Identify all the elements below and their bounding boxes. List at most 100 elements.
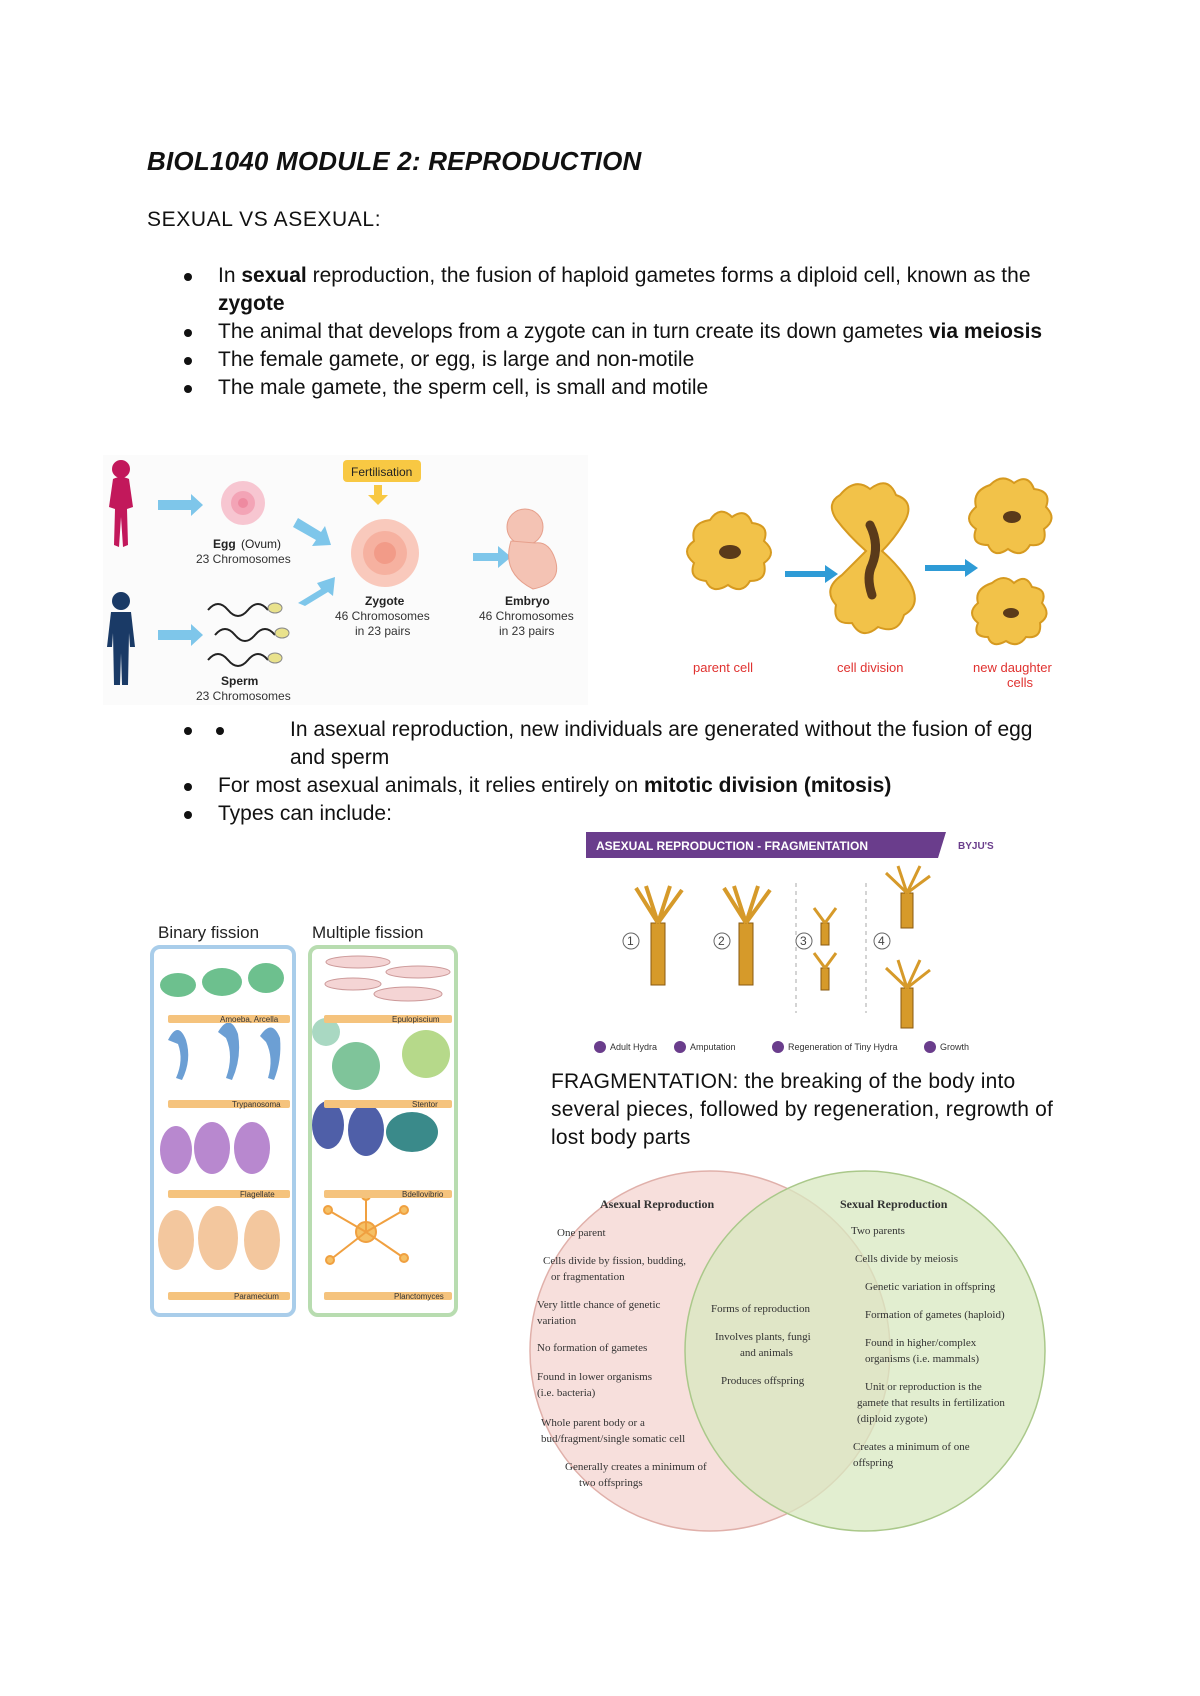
sexual-item: offspring <box>853 1457 894 1469</box>
stentor-icon <box>312 1018 450 1090</box>
bold-text: sexual <box>241 264 307 287</box>
binary-row-label: Amoeba, Arcella <box>220 1015 279 1024</box>
text-run: The animal that develops from a zygote c… <box>218 320 929 343</box>
multiple-row-label: Bdellovibrio <box>402 1190 444 1199</box>
common-item: Forms of reproduction <box>711 1303 810 1315</box>
male-silhouette-icon <box>107 592 135 685</box>
asexual-item: One parent <box>557 1227 606 1239</box>
text-run: The male gamete, the sperm cell, is smal… <box>218 376 709 399</box>
binary-row-label: Paramecium <box>234 1292 279 1301</box>
binary-row-label: Flagellate <box>240 1190 275 1199</box>
step-number: 2 <box>718 934 725 948</box>
text-run: In asexual reproduction, new individuals… <box>290 718 1033 769</box>
fertilisation-label: Fertilisation <box>351 465 412 479</box>
section-heading: SEXUAL VS ASEXUAL: <box>147 208 382 231</box>
zygote-line1: 46 Chromosomes <box>335 609 430 623</box>
parent-cell-label: parent cell <box>693 660 753 675</box>
binary-fission-title: Binary fission <box>158 923 259 942</box>
egg-icon <box>221 481 265 525</box>
bold-text: zygote <box>218 292 285 315</box>
daughter-cell-top-icon <box>968 477 1053 555</box>
bullet-item: The animal that develops from a zygote c… <box>178 318 1058 346</box>
embryo-label: Embryo <box>505 594 550 608</box>
bullet-item: For most asexual animals, it relies enti… <box>178 772 1058 800</box>
cell-division-label: cell division <box>837 660 903 675</box>
sexual-title: Sexual Reproduction <box>840 1197 948 1211</box>
fertilisation-figure: Egg (Ovum) 23 Chromosomes Sperm 23 Chrom… <box>103 455 588 705</box>
step-number: 4 <box>878 934 885 948</box>
sexual-item: organisms (i.e. mammals) <box>865 1353 979 1365</box>
egg-chromosomes: 23 Chromosomes <box>196 552 291 566</box>
daughter-label-1: new daughter <box>973 660 1052 675</box>
egg-label: Egg <box>213 537 236 551</box>
legend-item: Amputation <box>690 1042 736 1052</box>
parent-cell-icon <box>686 510 772 591</box>
sperm-icon <box>207 603 276 667</box>
legend-item: Adult Hydra <box>610 1042 657 1052</box>
hydra-icon <box>634 865 931 1029</box>
asexual-item: or fragmentation <box>551 1271 625 1283</box>
step-number: 1 <box>627 934 634 948</box>
bullet-item: In sexual reproduction, the fusion of ha… <box>178 262 1058 318</box>
sexual-item: Formation of gametes (haploid) <box>865 1309 1005 1321</box>
multiple-row-label: Epulopiscium <box>392 1015 440 1024</box>
planctomyces-icon <box>323 1191 409 1265</box>
fragmentation-banner <box>586 832 931 858</box>
egg-sub: (Ovum) <box>241 537 281 551</box>
flagellate-icon <box>160 1122 270 1174</box>
sexual-item: Cells divide by meiosis <box>855 1253 958 1265</box>
bold-text: mitotic division (mitosis) <box>644 774 892 797</box>
bdellovibrio-icon <box>312 1101 438 1156</box>
multiple-row-label: Stentor <box>412 1100 438 1109</box>
embryo-icon <box>506 508 558 590</box>
sexual-item: Genetic variation in offspring <box>865 1281 996 1293</box>
bullet-item: Types can include: <box>178 800 1058 828</box>
brand-logo: BYJU'S <box>958 841 994 852</box>
asexual-item: Found in lower organisms <box>537 1371 652 1383</box>
sexual-circle <box>684 1170 1046 1532</box>
asexual-title: Asexual Reproduction <box>600 1197 714 1211</box>
common-item: Involves plants, fungi <box>715 1331 811 1343</box>
text-run: Types can include: <box>218 802 392 825</box>
text-run: reproduction, the fusion of haploid game… <box>306 264 1031 287</box>
sexual-item: (diploid zygote) <box>857 1413 928 1425</box>
asexual-item: Whole parent body or a <box>541 1417 645 1429</box>
sexual-item: Found in higher/complex <box>865 1337 977 1349</box>
fertilisation-tag <box>343 460 421 482</box>
dividing-cell-icon <box>829 482 916 634</box>
paramecium-icon <box>158 1206 280 1270</box>
epulopiscium-icon <box>324 955 451 1002</box>
text-run: In <box>218 264 242 287</box>
common-item: and animals <box>740 1347 793 1359</box>
asexual-bullet-list: In asexual reproduction, new individuals… <box>178 716 1058 828</box>
stray-bullet-dot <box>216 727 224 735</box>
bullet-item: In asexual reproduction, new individuals… <box>178 716 1058 772</box>
fragmentation-figure: ASEXUAL REPRODUCTION - FRAGMENTATION BYJ… <box>586 828 1001 1063</box>
bold-text: via meiosis <box>928 320 1043 343</box>
venn-diagram: Asexual Reproduction Sexual Reproduction… <box>529 1170 1046 1532</box>
asexual-item: bud/fragment/single somatic cell <box>541 1433 685 1445</box>
multiple-fission-title: Multiple fission <box>312 923 424 942</box>
sperm-label: Sperm <box>221 674 258 688</box>
asexual-item: No formation of gametes <box>537 1342 647 1354</box>
bullet-item: The female gamete, or egg, is large and … <box>178 346 1058 374</box>
daughter-cell-bottom-icon <box>971 577 1048 646</box>
legend-item: Regeneration of Tiny Hydra <box>788 1042 898 1052</box>
step-number: 3 <box>800 934 807 948</box>
asexual-item: Generally creates a minimum of <box>565 1461 707 1473</box>
daughter-label-2: cells <box>1007 675 1034 690</box>
legend-item: Growth <box>940 1042 969 1052</box>
trypanosoma-icon <box>168 1022 281 1080</box>
sperm-chromosomes: 23 Chromosomes <box>196 689 291 703</box>
sexual-item: gamete that results in fertilization <box>857 1397 1005 1409</box>
zygote-line2: in 23 pairs <box>355 624 410 638</box>
sexual-item: Two parents <box>851 1225 905 1237</box>
asexual-item: Very little chance of genetic <box>537 1299 661 1311</box>
sexual-item: Unit or reproduction is the <box>865 1381 982 1393</box>
binary-row-label: Trypanosoma <box>232 1100 281 1109</box>
text-run: For most asexual animals, it relies enti… <box>218 774 644 797</box>
text-run: The female gamete, or egg, is large and … <box>218 348 695 371</box>
embryo-line2: in 23 pairs <box>499 624 554 638</box>
fragmentation-banner-title: ASEXUAL REPRODUCTION - FRAGMENTATION <box>596 839 868 853</box>
page-title: BIOL1040 MODULE 2: REPRODUCTION <box>147 146 642 176</box>
